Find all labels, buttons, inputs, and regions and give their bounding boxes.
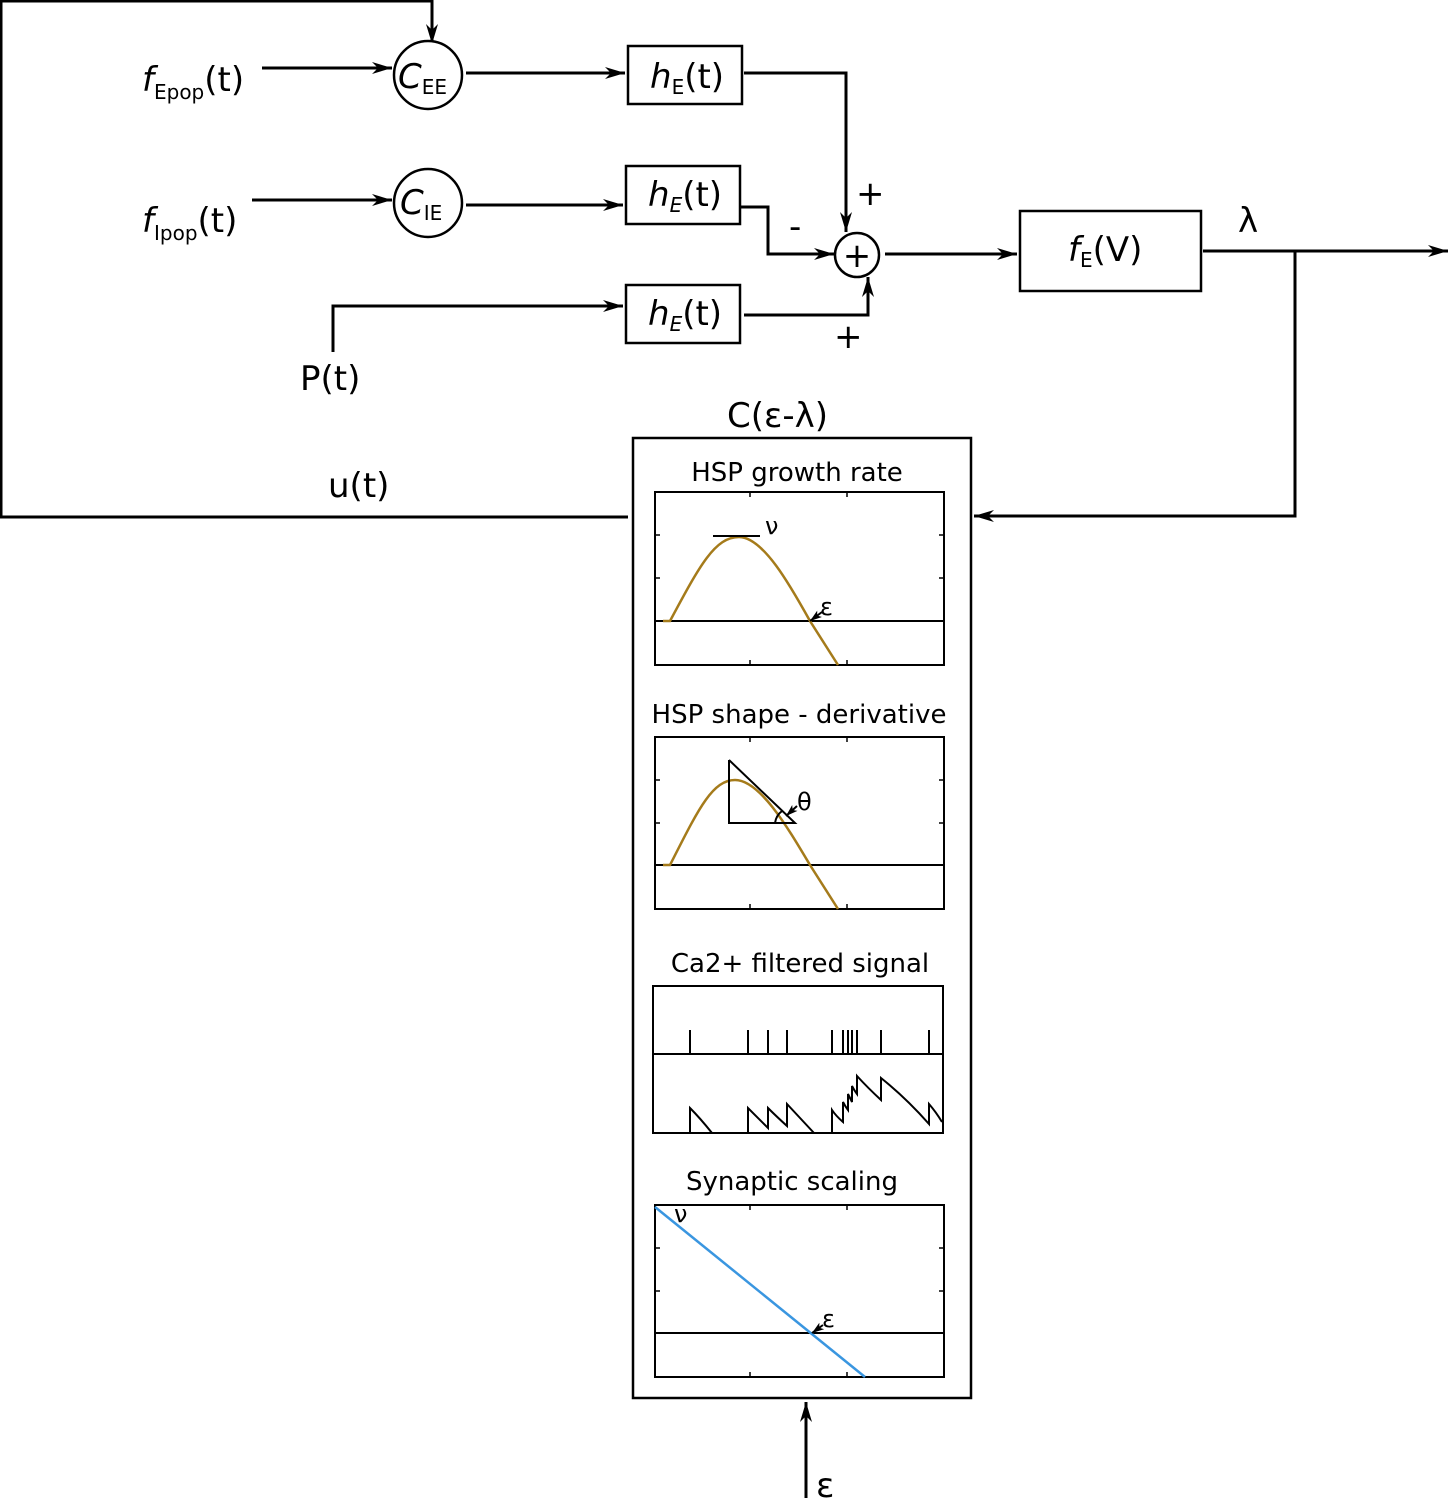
- panel-title: Synaptic scaling: [686, 1167, 898, 1197]
- summer-symbol: +: [843, 236, 872, 276]
- panel-title: HSP growth rate: [691, 458, 903, 488]
- panel-synaptic-scaling: Synaptic scaling ν ε: [654, 1167, 945, 1378]
- nu-annotation: ν: [765, 512, 778, 540]
- theta-annotation: θ: [797, 788, 812, 816]
- filter-bot-to-summer-wire: [744, 277, 874, 317]
- input-epop-label: fEpop(t): [142, 60, 244, 104]
- svg-text:hE(t): hE(t): [648, 294, 722, 336]
- filter-mid-to-summer-wire: [741, 205, 834, 260]
- svg-text:hE(t): hE(t): [650, 57, 724, 99]
- feedback-label: u(t): [328, 466, 389, 506]
- setpoint-label: ε: [816, 1466, 834, 1500]
- controller-label: C(ε-λ): [727, 396, 828, 436]
- input-p-label: P(t): [300, 359, 360, 399]
- summing-junction: +: [833, 231, 881, 279]
- coupling-node-cie: CIE: [392, 167, 464, 239]
- filter-top-to-summer-wire: [744, 71, 852, 232]
- filter-box-mid: hE(t): [624, 164, 742, 226]
- epsilon-annotation: ε: [820, 593, 833, 621]
- panel-hsp-shape-derivative: HSP shape - derivative θ: [652, 700, 947, 910]
- transfer-function-box: fE(V): [1018, 209, 1203, 293]
- svg-text:fE(V): fE(V): [1068, 230, 1142, 272]
- input-ipop-label: fIpop(t): [142, 201, 237, 245]
- svg-text:hE(t): hE(t): [648, 175, 722, 217]
- coupling-node-cee: CEE: [392, 39, 464, 111]
- epsilon-annotation: ε: [822, 1305, 835, 1333]
- svg-text:CIE: CIE: [400, 183, 442, 225]
- svg-text:CEE: CEE: [398, 57, 447, 99]
- sign-bot: +: [834, 317, 863, 357]
- filter-box-top: hE(t): [626, 44, 744, 106]
- output-lambda-label: λ: [1238, 201, 1258, 241]
- filter-box-bot: hE(t): [624, 283, 742, 345]
- panel-hsp-growth-rate: HSP growth rate ν ε: [654, 458, 945, 666]
- feedback-wire: [0, 0, 628, 519]
- sign-top: +: [856, 174, 885, 214]
- panel-title: HSP shape - derivative: [652, 700, 947, 730]
- output-tap-wire: [974, 251, 1297, 522]
- nu-annotation: ν: [674, 1200, 687, 1228]
- panel-title: Ca2+ filtered signal: [671, 949, 929, 979]
- sign-mid: -: [789, 207, 801, 247]
- p-wire: [331, 300, 623, 352]
- spike-train: [689, 1030, 930, 1054]
- panel-ca-filtered-signal: Ca2+ filtered signal: [652, 949, 944, 1134]
- calcium-trace: [689, 1073, 943, 1134]
